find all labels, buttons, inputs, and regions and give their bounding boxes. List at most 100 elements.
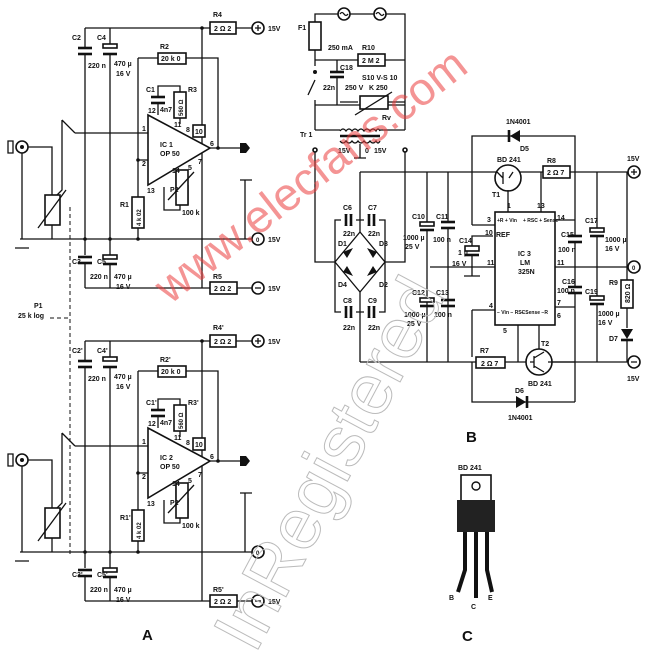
c19-rating: 16 V <box>598 320 613 327</box>
output-negative-voltage: 15V <box>627 376 640 383</box>
power-supply-circuit: F1 250 mA R10 2 M 2 C18 22n 250 V S10 V-… <box>298 7 641 422</box>
r3-value: 560 Ω <box>179 99 185 116</box>
ic-pin: 11 <box>174 122 182 129</box>
ic-pin: 13 <box>147 188 155 195</box>
c1-label: C1 <box>146 87 155 94</box>
t1-type: BD 241 <box>497 157 521 164</box>
r4-label: R4 <box>213 12 222 19</box>
resistor-r3 <box>173 91 187 119</box>
r3-label: R3 <box>188 87 197 94</box>
c1-value: 4n7 <box>160 420 172 427</box>
ground-terminal <box>251 545 265 559</box>
secondary-right-voltage: 15V <box>374 148 387 155</box>
c8-value: 22n <box>343 325 355 332</box>
c10-rating: 25 V <box>405 244 420 251</box>
c17-label: C17 <box>585 218 598 225</box>
pin-c-label: C <box>471 604 476 611</box>
r5-value: 2 Ω 2 <box>214 599 231 606</box>
resistor-r3 <box>173 404 187 432</box>
ic3-part: 325N <box>518 269 535 276</box>
d1-label: D1 <box>338 241 347 248</box>
c7-label: C7 <box>368 205 377 212</box>
c19-value: 1000 µ <box>598 311 620 318</box>
c17-value: 1000 µ <box>605 237 627 244</box>
c10-label: C10 <box>412 214 425 221</box>
d5-type: 1N4001 <box>506 119 531 126</box>
ic3-pin: 6 <box>557 313 561 320</box>
negative-supply-voltage: 15V <box>268 286 281 293</box>
t2-label: T2 <box>541 341 549 348</box>
c2-value: 220 n <box>88 376 106 383</box>
ic-pin: 8 <box>186 440 190 447</box>
ground-terminal-symbol: 0 <box>256 238 260 244</box>
ic3-regulator <box>494 211 556 326</box>
r2-value: 20 k 0 <box>161 369 181 376</box>
c4-value: 470 µ <box>114 374 132 381</box>
d6-type: 1N4001 <box>508 415 533 422</box>
pin-b-label: B <box>449 595 454 602</box>
ic3-input-neg: − Vin − RSC <box>497 310 526 316</box>
c12-value: 1000 µ <box>404 312 426 319</box>
p2-label: P2 <box>170 187 179 194</box>
r9-value: 820 Ω <box>625 283 632 303</box>
c10-value: 1000 µ <box>403 235 425 242</box>
c5-rating: 16 V <box>116 284 131 291</box>
c11-label: C11 <box>436 214 449 221</box>
figure-label-b: B <box>466 429 477 446</box>
c5-rating: 16 V <box>116 597 131 604</box>
c14-value: 1 µ <box>458 250 468 257</box>
c9-value: 22n <box>368 325 380 332</box>
ic-pin: 7 <box>198 472 202 479</box>
r5-label: R5' <box>213 587 224 594</box>
input-plug-icon <box>7 140 14 154</box>
wiring <box>15 27 252 289</box>
positive-supply-voltage: 15V <box>268 339 281 346</box>
ic-pin: 5 <box>188 478 192 485</box>
c5-value: 470 µ <box>114 274 132 281</box>
f1-label: F1 <box>298 25 306 32</box>
ic-pin: 10 <box>195 442 203 449</box>
electrolytic-capacitor <box>102 254 118 260</box>
bd241-package: BD 241 B C E <box>449 465 495 611</box>
r10-label: R10 <box>362 45 375 52</box>
r4-value: 2 Ω 2 <box>214 339 231 346</box>
p2-label: P2' <box>170 500 181 507</box>
c4-label: C4 <box>97 35 106 42</box>
trimmer-p2 <box>175 169 189 206</box>
positive-supply-voltage: 15V <box>268 26 281 33</box>
ic-pin: 13 <box>147 501 155 508</box>
diode-d5-icon <box>510 130 520 142</box>
package-part-number: BD 241 <box>458 465 482 472</box>
resistor-r2 <box>157 52 187 65</box>
resistor-r4 <box>209 334 237 348</box>
c3-label: C3' <box>72 572 83 579</box>
c4-value: 470 µ <box>114 61 132 68</box>
electrolytic-capacitor <box>102 567 118 573</box>
ic-pin: 2 <box>142 474 146 481</box>
electrolytic-capacitor <box>102 43 118 49</box>
ic-pin: 6 <box>210 454 214 461</box>
c17-rating: 16 V <box>605 246 620 253</box>
c14-label: C14 <box>459 238 472 245</box>
ic-pin: 5 <box>188 165 192 172</box>
c4-rating: 16 V <box>116 71 131 78</box>
output-zero-symbol: 0 <box>632 266 636 272</box>
c6-value: 22n <box>343 231 355 238</box>
c16-label: C16 <box>562 279 575 286</box>
r7-label: R7 <box>480 348 489 355</box>
figure-label-c: C <box>462 628 473 645</box>
ic3-pin: 5 <box>503 328 507 335</box>
ic-type: OP 50 <box>160 151 180 158</box>
r4-value: 2 Ω 2 <box>214 26 231 33</box>
c19-label: C19 <box>585 289 598 296</box>
c1-label: C1' <box>146 400 157 407</box>
ic3-pin: 14 <box>557 215 565 222</box>
c5-label: C5 <box>97 259 106 266</box>
r5-label: R5 <box>213 274 222 281</box>
ic3-input-pos: +R + Vin <box>497 218 517 224</box>
r7-value: 2 Ω 7 <box>481 361 498 368</box>
d4-label: D4 <box>338 282 347 289</box>
ic3-pin: 4 <box>489 303 493 310</box>
c5-label: C5' <box>97 572 108 579</box>
